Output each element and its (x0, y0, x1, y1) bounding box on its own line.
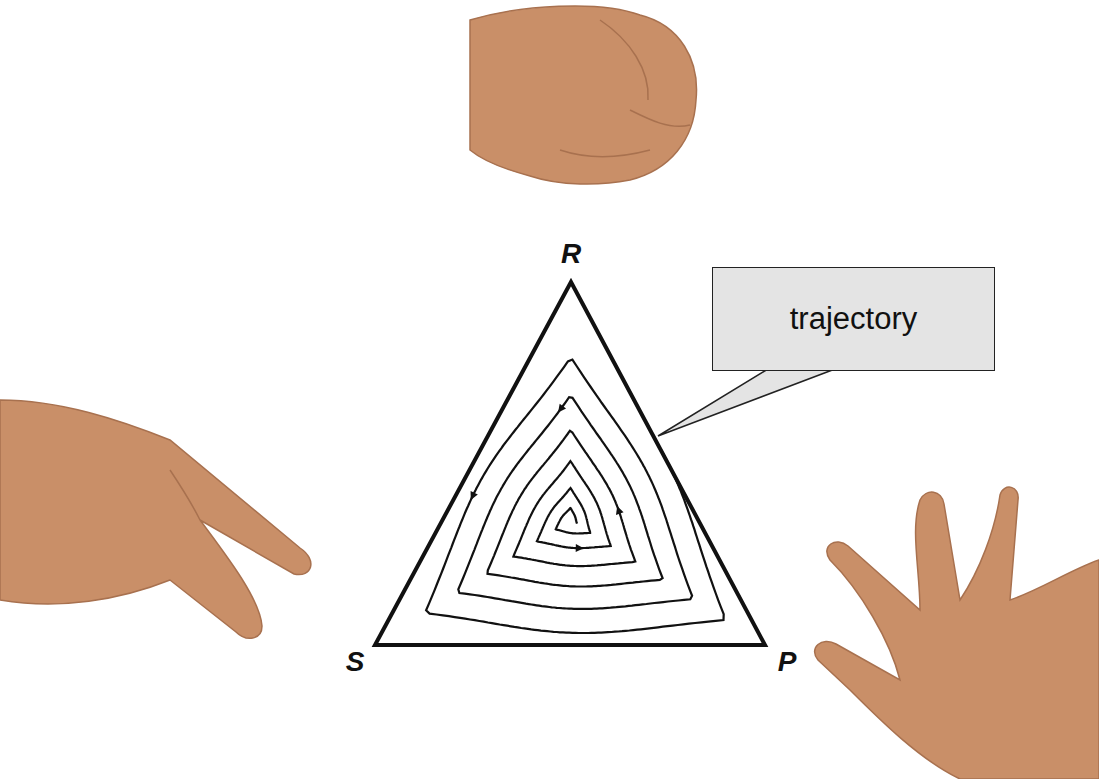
rock-hand (470, 6, 697, 184)
vertex-label: R (561, 240, 581, 268)
trajectory-curve (426, 360, 724, 633)
callout-pointer (658, 369, 835, 436)
trajectory-arrows (471, 404, 624, 552)
vertex-label: P (778, 648, 797, 676)
paper-hand (815, 487, 1099, 779)
callout-text: trajectory (790, 301, 917, 337)
vertex-label: S (346, 648, 365, 676)
trajectory-arrowhead (576, 544, 584, 552)
callout-box: trajectory (712, 267, 995, 371)
trajectory-arrowhead (616, 506, 624, 515)
scissors-hand (0, 400, 311, 638)
simplex-triangle (375, 282, 765, 645)
trajectory-arrowhead (471, 491, 478, 500)
trajectory-arrowhead (558, 404, 566, 413)
